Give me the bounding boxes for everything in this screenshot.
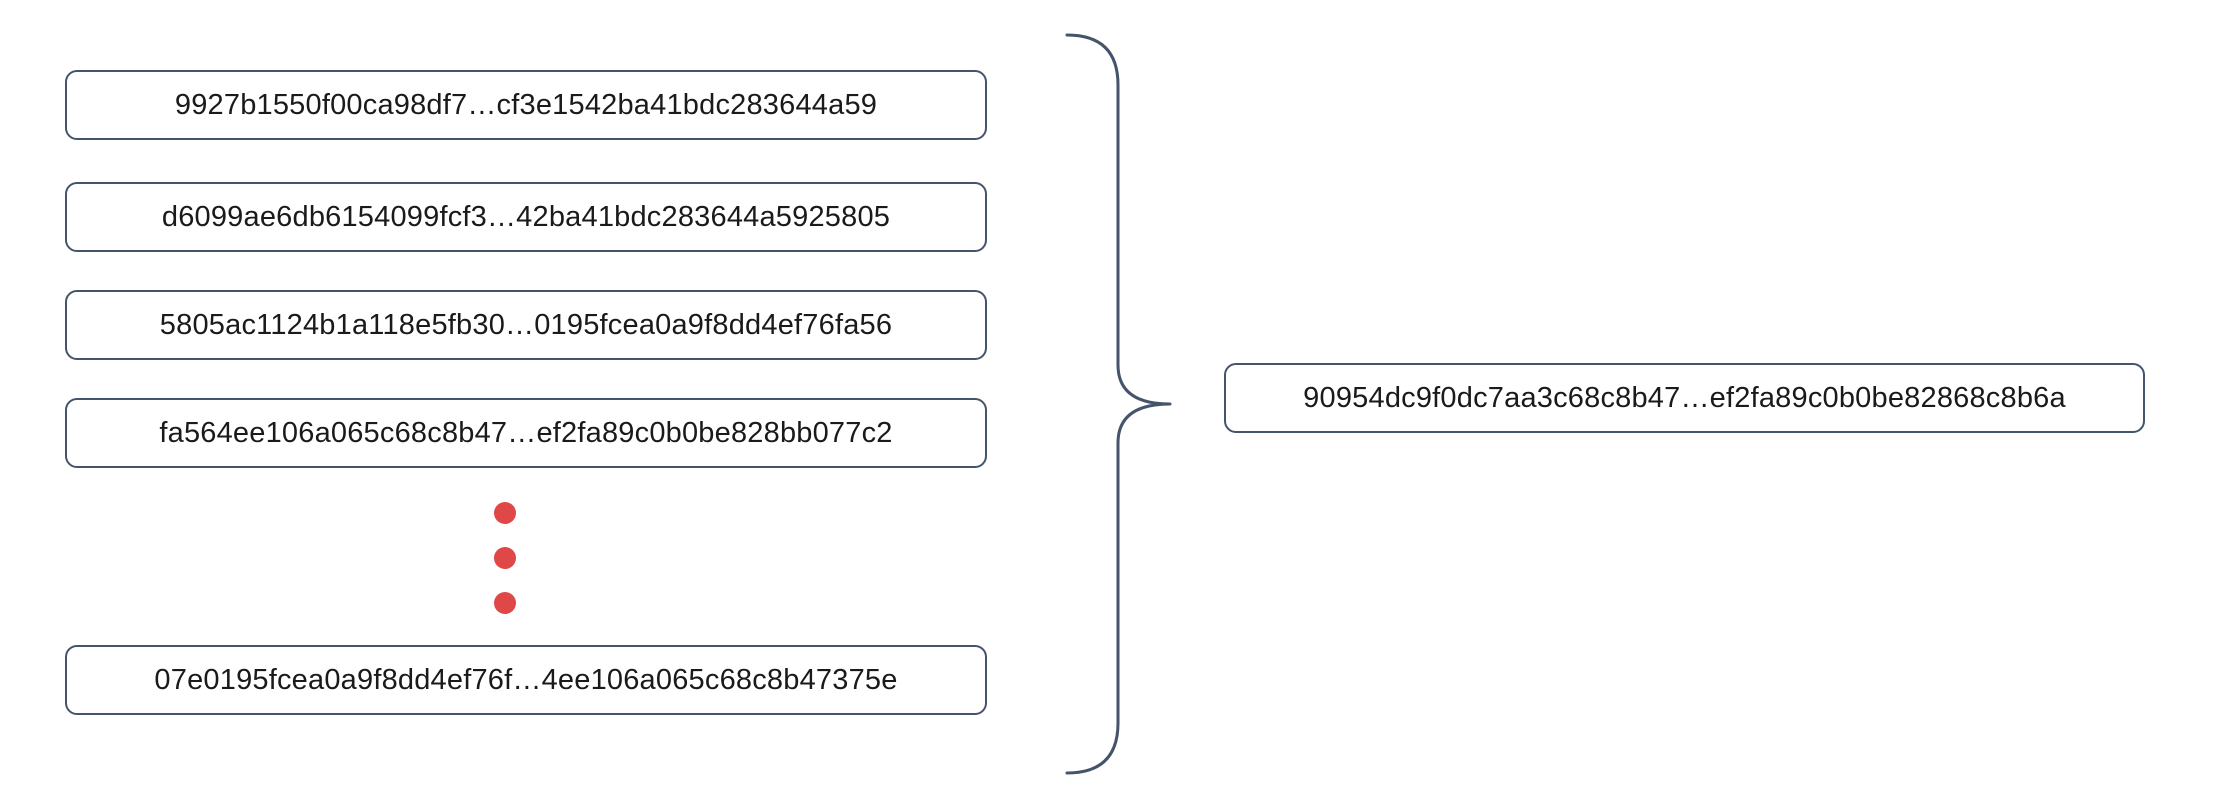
ellipsis-dot-icon bbox=[494, 547, 516, 569]
ellipsis-dot-icon bbox=[494, 502, 516, 524]
ellipsis-dot-icon bbox=[494, 592, 516, 614]
curly-brace-icon bbox=[1065, 33, 1172, 775]
input-hash-box-last: 07e0195fcea0a9f8dd4ef76f…4ee106a065c68c8… bbox=[65, 645, 987, 715]
input-hash-text-4: fa564ee106a065c68c8b47…ef2fa89c0b0be828b… bbox=[159, 416, 893, 449]
input-hash-box-4: fa564ee106a065c68c8b47…ef2fa89c0b0be828b… bbox=[65, 398, 987, 468]
input-hash-box-3: 5805ac1124b1a118e5fb30…0195fcea0a9f8dd4e… bbox=[65, 290, 987, 360]
input-hash-text-3: 5805ac1124b1a118e5fb30…0195fcea0a9f8dd4e… bbox=[159, 308, 893, 341]
input-hash-text-1: 9927b1550f00ca98df7…cf3e1542ba41bdc28364… bbox=[174, 88, 878, 121]
result-hash-text: 90954dc9f0dc7aa3c68c8b47…ef2fa89c0b0be82… bbox=[1303, 381, 2066, 414]
result-hash-box: 90954dc9f0dc7aa3c68c8b47…ef2fa89c0b0be82… bbox=[1224, 363, 2145, 433]
input-hash-text-last: 07e0195fcea0a9f8dd4ef76f…4ee106a065c68c8… bbox=[154, 663, 898, 696]
input-hash-box-2: d6099ae6db6154099fcf3…42ba41bdc283644a59… bbox=[65, 182, 987, 252]
input-hash-box-1: 9927b1550f00ca98df7…cf3e1542ba41bdc28364… bbox=[65, 70, 987, 140]
input-hash-text-2: d6099ae6db6154099fcf3…42ba41bdc283644a59… bbox=[161, 200, 891, 233]
